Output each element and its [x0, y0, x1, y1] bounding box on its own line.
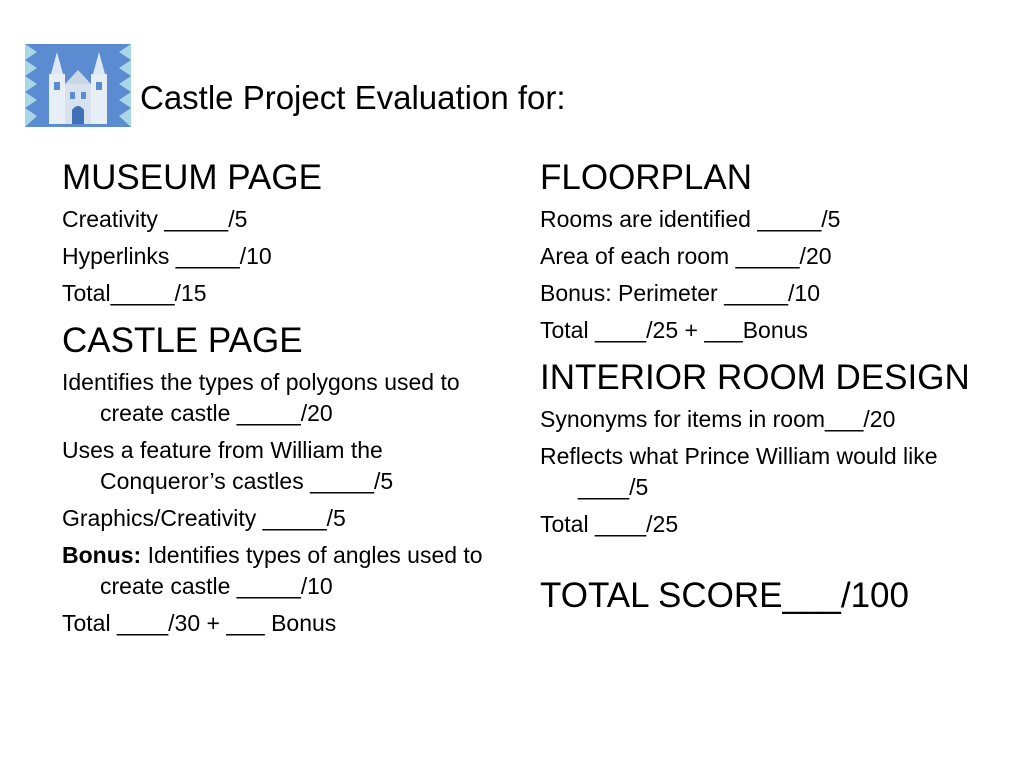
castle-item: Identifies the types of polygons used to…	[62, 369, 460, 426]
bonus-label: Bonus:	[62, 542, 142, 568]
interior-room-design-heading: INTERIOR ROOM DESIGN	[540, 358, 970, 397]
bonus-text: Identifies types of angles used to creat…	[100, 542, 483, 599]
page-title: Castle Project Evaluation for:	[140, 79, 566, 116]
castle-item: Graphics/Creativity _____/5	[62, 505, 346, 531]
interior-item: Reflects what Prince William would like …	[540, 443, 938, 500]
museum-item: Creativity _____/5	[62, 206, 248, 232]
floorplan-item: Bonus: Perimeter _____/10	[540, 280, 821, 306]
museum-item: Total_____/15	[62, 280, 207, 306]
museum-item: Hyperlinks _____/10	[62, 243, 272, 269]
castle-page-heading: CASTLE PAGE	[62, 321, 303, 360]
castle-item: Uses a feature from William the Conquero…	[62, 437, 394, 494]
floorplan-heading: FLOORPLAN	[540, 158, 752, 197]
floorplan-item: Area of each room _____/20	[540, 243, 832, 269]
castle-total: Total ____/30 + ___ Bonus	[62, 610, 337, 636]
museum-page-heading: MUSEUM PAGE	[62, 158, 322, 197]
floorplan-item: Rooms are identified _____/5	[540, 206, 841, 232]
castle-icon	[25, 44, 131, 127]
castle-logo-image	[25, 44, 131, 127]
castle-bonus-item: Bonus: Identifies types of angles used t…	[62, 540, 512, 602]
interior-item: Synonyms for items in room___/20	[540, 406, 896, 432]
right-column: FLOORPLAN Rooms are identified _____/5 A…	[540, 158, 1000, 616]
floorplan-item: Total ____/25 + ___Bonus	[540, 317, 808, 343]
interior-item: Total ____/25	[540, 511, 679, 537]
total-score: TOTAL SCORE___/100	[540, 576, 909, 615]
left-column: MUSEUM PAGE Creativity _____/5 Hyperlink…	[62, 158, 512, 639]
